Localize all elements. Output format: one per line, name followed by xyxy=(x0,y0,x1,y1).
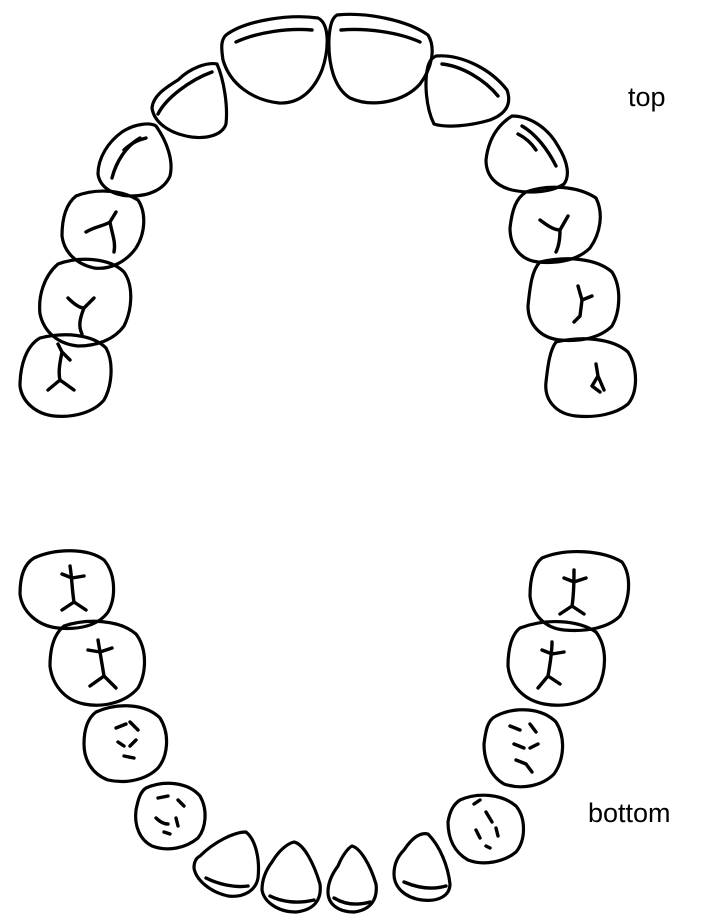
lower-molar-right-2 xyxy=(528,550,631,633)
lower-incisor-left-1 xyxy=(192,830,261,898)
label-bottom: bottom xyxy=(588,798,671,828)
lower-premolar-right-2 xyxy=(482,708,565,789)
upper-arch xyxy=(18,12,638,419)
upper-premolar-left-1 xyxy=(60,189,146,270)
upper-molar-right xyxy=(544,337,638,419)
upper-premolar-right-2 xyxy=(526,257,621,343)
lower-premolar-right-1 xyxy=(446,793,526,865)
lower-incisor-right-1 xyxy=(326,844,378,914)
lower-molar-left-2 xyxy=(48,619,147,707)
lower-premolar-left-2 xyxy=(134,781,207,851)
lower-molar-right-1 xyxy=(506,620,607,707)
lower-molar-left-1 xyxy=(18,549,116,631)
lower-incisor-left-2 xyxy=(260,840,322,914)
upper-lateral-incisor-left xyxy=(150,62,229,140)
upper-molar-left xyxy=(18,333,113,418)
label-top: top xyxy=(628,82,666,112)
upper-canine-left xyxy=(96,122,173,198)
upper-canine-right xyxy=(484,114,569,194)
lower-premolar-left-1 xyxy=(82,704,169,784)
upper-premolar-right-1 xyxy=(508,185,602,265)
lower-incisor-right-2 xyxy=(392,832,452,902)
upper-central-incisor-right xyxy=(327,12,434,105)
lower-arch xyxy=(18,549,631,914)
upper-lateral-incisor-right xyxy=(424,54,511,128)
upper-premolar-left-2 xyxy=(38,257,133,348)
upper-central-incisor-left xyxy=(220,15,329,105)
